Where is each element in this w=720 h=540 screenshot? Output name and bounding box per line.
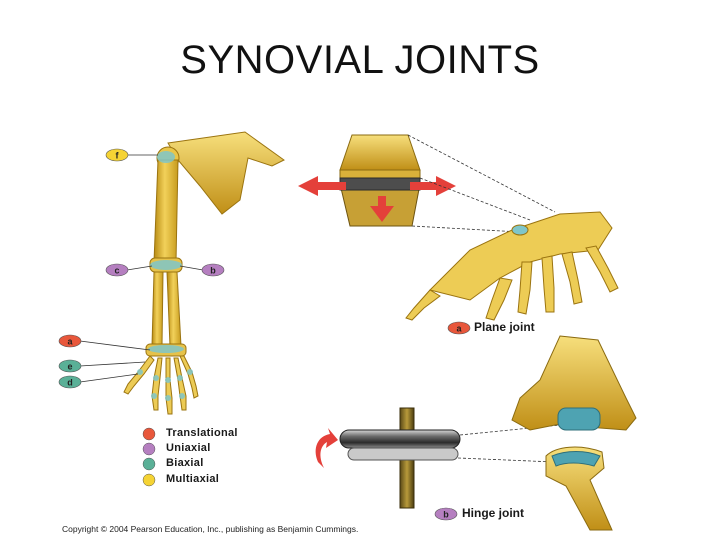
hinge-joint-marker: b — [435, 508, 457, 520]
marker-letter: d — [67, 378, 73, 388]
arm-marker-a: a — [59, 335, 81, 347]
marker-letter: b — [443, 510, 449, 520]
ulna — [167, 272, 181, 346]
legend-label-translational: Translational — [166, 427, 238, 439]
hinge-joint-label: Hinge joint — [462, 506, 524, 520]
plane-joint-model — [298, 135, 456, 226]
legend-dots — [143, 428, 155, 486]
copyright-notice: Copyright © 2004 Pearson Education, Inc.… — [62, 524, 358, 534]
scapula — [168, 132, 284, 214]
hinge-joint-model — [316, 408, 460, 508]
rotation-arrow — [316, 428, 338, 468]
marker-letter: e — [67, 362, 72, 372]
arm-marker-d: d — [59, 376, 81, 388]
legend-dot-biaxial — [143, 458, 155, 470]
arm-marker-f: f — [106, 149, 128, 161]
plane-joint-label: Plane joint — [474, 320, 535, 334]
arm-marker-c: c — [106, 264, 128, 276]
plane-joint-marker: a — [448, 322, 470, 334]
marker-letter: b — [210, 266, 216, 276]
legend-dot-multiaxial — [143, 474, 155, 486]
elbow-bones — [512, 336, 636, 530]
arm-marker-b: b — [202, 264, 224, 276]
legend-label-uniaxial: Uniaxial — [166, 442, 211, 454]
legend-label-multiaxial: Multiaxial — [166, 473, 219, 485]
hand-bones — [406, 212, 618, 320]
legend-dot-translational — [143, 428, 155, 440]
hinge-connectors — [458, 425, 560, 462]
marker-letter: c — [114, 266, 119, 276]
humerus — [154, 160, 178, 262]
radius — [152, 272, 163, 346]
legend-dot-uniaxial — [143, 443, 155, 455]
legend-label-biaxial: Biaxial — [166, 457, 204, 469]
arm-marker-e: e — [59, 360, 81, 372]
